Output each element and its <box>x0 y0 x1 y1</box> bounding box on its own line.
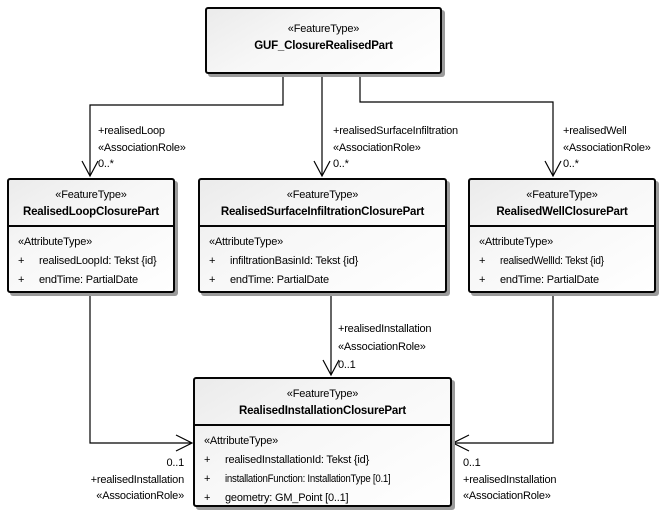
class-stereotype: «FeatureType» <box>526 189 598 201</box>
connector-realised-installation-left <box>89 295 191 444</box>
visibility-sign: + <box>18 255 25 267</box>
edge-label-realised-installation-right: 0..1 +realisedInstallation «AssociationR… <box>463 455 557 505</box>
attribute-stereotype: «AttributeType» <box>209 236 284 248</box>
multiplicity: 0..* <box>98 158 114 170</box>
role-stereotype: «AssociationRole» <box>333 141 421 154</box>
role-name: +realisedInstallation <box>90 473 185 486</box>
class-box-realised-surface-infiltration-closure-part: «FeatureType» RealisedSurfaceInfiltratio… <box>198 178 447 293</box>
multiplicity: 0..1 <box>463 457 481 469</box>
role-name: +realisedInstallation <box>463 473 557 486</box>
multiplicity: 0..* <box>333 158 349 170</box>
connector-realised-loop <box>89 74 284 175</box>
multiplicity: 0..1 <box>338 359 356 371</box>
class-stereotype: «FeatureType» <box>55 189 127 201</box>
edge-label-realised-installation-left: 0..1 +realisedInstallation «AssociationR… <box>30 455 185 505</box>
visibility-sign: + <box>479 274 486 286</box>
class-header: «FeatureType» RealisedLoopClosurePart <box>9 180 173 225</box>
visibility-sign: + <box>479 255 486 267</box>
class-header: «FeatureType» RealisedWellClosurePart <box>470 180 654 225</box>
attribute-row: + infiltrationBasinId: Tekst {id} <box>209 252 443 271</box>
open-arrowhead-down-loop <box>81 160 99 178</box>
role-stereotype: «AssociationRole» <box>563 141 651 154</box>
class-name: RealisedInstallationClosurePart <box>239 405 406 417</box>
attribute-text: realisedInstallationId: Tekst {id} <box>225 454 370 466</box>
attribute-row: + endTime: PartialDate <box>479 271 652 290</box>
visibility-sign: + <box>204 454 211 466</box>
attribute-text: installationFunction: InstallationType [… <box>225 473 391 485</box>
role-name: +realisedInstallation <box>338 323 432 335</box>
multiplicity: 0..1 <box>166 457 184 469</box>
attribute-text: realisedWellId: Tekst {id} <box>500 255 604 267</box>
edge-label-realised-loop: +realisedLoop «AssociationRole» 0..* <box>98 123 186 173</box>
class-name: RealisedSurfaceInfiltrationClosurePart <box>220 206 425 218</box>
attribute-text: endTime: PartialDate <box>500 274 599 286</box>
edge-label-realised-well: +realisedWell «AssociationRole» 0..* <box>563 123 651 173</box>
role-name: +realisedSurfaceInfiltration <box>333 125 458 137</box>
attribute-stereotype: «AttributeType» <box>204 435 279 447</box>
attribute-row: + geometry: GM_Point [0..1] <box>204 489 448 508</box>
edge-label-realised-surface-infiltration: +realisedSurfaceInfiltration «Associatio… <box>333 123 458 173</box>
visibility-sign: + <box>209 255 216 267</box>
open-arrowhead-left <box>451 434 470 452</box>
attribute-compartment: «AttributeType» + realisedWellId: Tekst … <box>470 225 654 294</box>
role-stereotype: «AssociationRole» <box>463 490 551 502</box>
attribute-compartment: «AttributeType» + infiltrationBasinId: T… <box>200 225 445 294</box>
attribute-text: endTime: PartialDate <box>39 274 138 286</box>
role-stereotype: «AssociationRole» <box>98 141 186 154</box>
attribute-row: + realisedInstallationId: Tekst {id} <box>204 451 448 470</box>
role-name: +realisedLoop <box>98 125 165 137</box>
attribute-stereotype: «AttributeType» <box>479 236 554 248</box>
attribute-text: infiltrationBasinId: Tekst {id} <box>230 255 359 267</box>
class-stereotype: «FeatureType» <box>287 23 360 35</box>
visibility-sign: + <box>209 274 216 286</box>
attribute-text: endTime: PartialDate <box>230 274 329 286</box>
attribute-text: realisedLoopId: Tekst {id} <box>39 255 157 267</box>
class-header: «FeatureType» GUF_ClosureRealisedPart <box>207 9 440 59</box>
attribute-stereotype: «AttributeType» <box>18 236 93 248</box>
class-header: «FeatureType» RealisedInstallationClosur… <box>195 379 450 424</box>
attribute-row: + realisedLoopId: Tekst {id} <box>18 252 171 271</box>
visibility-sign: + <box>204 492 211 504</box>
attribute-stereotype-row: «AttributeType» <box>479 234 652 252</box>
open-arrowhead-down-well <box>544 160 562 178</box>
attribute-row: + realisedWellId: Tekst {id} <box>479 252 652 271</box>
class-stereotype: «FeatureType» <box>286 189 359 201</box>
visibility-sign: + <box>18 274 25 286</box>
class-name: RealisedLoopClosurePart <box>23 206 159 218</box>
class-name: RealisedWellClosurePart <box>496 206 628 218</box>
attribute-row: + endTime: PartialDate <box>18 271 171 290</box>
multiplicity: 0..* <box>563 158 579 170</box>
class-box-realised-installation-closure-part: «FeatureType» RealisedInstallationClosur… <box>193 377 452 507</box>
attribute-row: + installationFunction: InstallationType… <box>204 470 448 489</box>
class-stereotype: «FeatureType» <box>286 388 359 400</box>
class-header: «FeatureType» RealisedSurfaceInfiltratio… <box>200 180 445 225</box>
connector-realised-well <box>359 74 554 175</box>
role-stereotype: «AssociationRole» <box>338 341 426 353</box>
visibility-sign: + <box>204 473 211 485</box>
role-name: +realisedWell <box>563 125 627 137</box>
role-stereotype: «AssociationRole» <box>96 490 184 502</box>
attribute-text: geometry: GM_Point [0..1] <box>225 492 349 504</box>
open-arrowhead-down-installation <box>322 359 340 377</box>
class-name: GUF_ClosureRealisedPart <box>254 40 393 52</box>
connector-realised-installation-right <box>454 295 554 444</box>
open-arrowhead-right <box>175 434 194 452</box>
attribute-row: + endTime: PartialDate <box>209 271 443 290</box>
attribute-compartment: «AttributeType» + realisedLoopId: Tekst … <box>9 225 173 294</box>
edge-label-realised-installation-mid: +realisedInstallation «AssociationRole» … <box>338 320 432 374</box>
attribute-compartment: «AttributeType» + realisedInstallationId… <box>195 424 450 512</box>
class-box-realised-well-closure-part: «FeatureType» RealisedWellClosurePart «A… <box>468 178 656 293</box>
open-arrowhead-down-surface <box>313 160 331 178</box>
class-box-guf-closure-realised-part: «FeatureType» GUF_ClosureRealisedPart <box>205 7 442 74</box>
class-box-realised-loop-closure-part: «FeatureType» RealisedLoopClosurePart «A… <box>7 178 175 293</box>
